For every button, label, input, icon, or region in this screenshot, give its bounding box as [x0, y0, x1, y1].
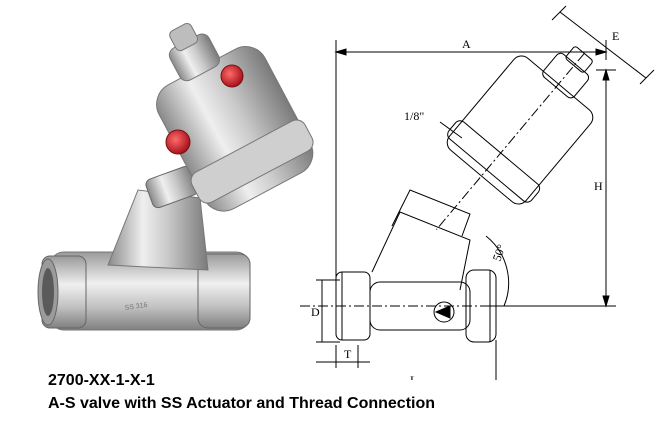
valve-body: SS 316: [37, 251, 251, 331]
dimension-drawing: A E H D T L 1/8" 50°: [300, 5, 655, 380]
svg-text:SS 316: SS 316: [124, 302, 148, 312]
port-size-label: 1/8": [404, 109, 424, 123]
dim-label-d: D: [311, 305, 320, 319]
air-port-cap-top: [220, 64, 244, 88]
dim-label-e: E: [612, 29, 619, 43]
valve-product-photo: SS 316: [37, 22, 314, 331]
dim-label-a: A: [462, 37, 471, 51]
dim-label-t: T: [344, 347, 352, 361]
dim-label-l: L: [410, 373, 417, 380]
angle-label: 50°: [490, 242, 509, 263]
actuator-cylinder: [156, 22, 314, 212]
air-port-cap-bottom: [165, 129, 191, 155]
product-description: A-S valve with SS Actuator and Thread Co…: [48, 395, 436, 412]
model-code: 2700-XX-1-X-1: [48, 372, 155, 389]
dim-label-h: H: [594, 179, 603, 193]
valve-bonnet: [107, 165, 209, 271]
